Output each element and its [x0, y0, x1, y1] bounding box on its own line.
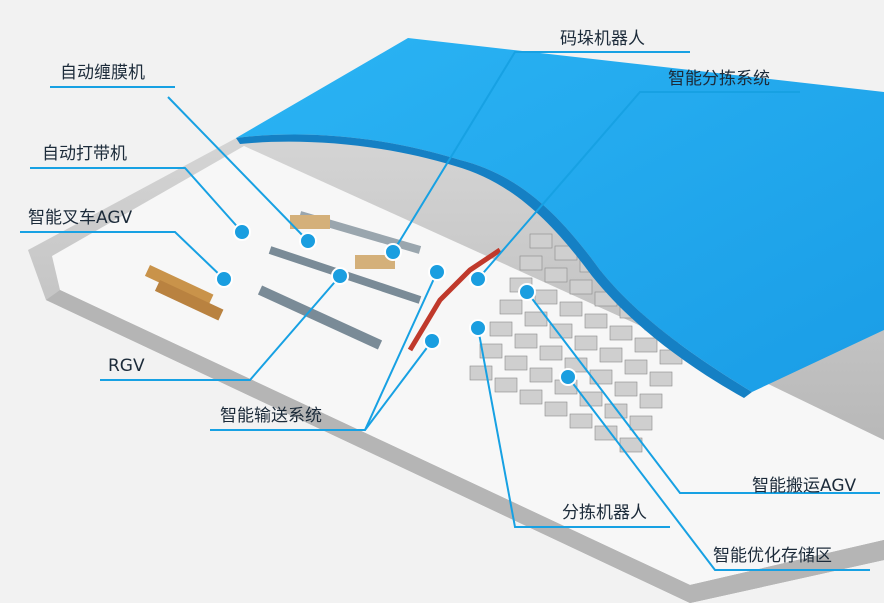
- leader-lines: [20, 51, 880, 571]
- label-auto-strapping-machine: 自动打带机: [42, 144, 127, 164]
- storage-racks: [469, 233, 703, 453]
- label-rgv: RGV: [108, 356, 145, 376]
- label-sorting-robot: 分拣机器人: [562, 503, 647, 523]
- marker-dot[interactable]: [384, 243, 402, 261]
- marker-dot[interactable]: [469, 270, 487, 288]
- label-smart-storage-area: 智能优化存储区: [713, 546, 832, 566]
- marker-dot[interactable]: [469, 319, 487, 337]
- label-smart-conveyor-system: 智能输送系统: [220, 406, 322, 426]
- marker-dot[interactable]: [518, 283, 536, 301]
- production-line: [144, 211, 502, 352]
- marker-dot[interactable]: [559, 368, 577, 386]
- warehouse-floor: [52, 146, 884, 585]
- label-palletizing-robot: 码垛机器人: [560, 29, 645, 49]
- label-smart-sorting-system: 智能分拣系统: [668, 69, 770, 89]
- label-smart-forklift-agv: 智能叉车AGV: [28, 208, 133, 228]
- warehouse-roof: [236, 38, 884, 392]
- marker-dot[interactable]: [331, 267, 349, 285]
- label-auto-wrapping-machine: 自动缠膜机: [60, 63, 145, 83]
- marker-dot[interactable]: [215, 270, 233, 288]
- marker-dot[interactable]: [423, 332, 441, 350]
- marker-dot[interactable]: [428, 263, 446, 281]
- marker-dot[interactable]: [233, 223, 251, 241]
- front-wall: [46, 290, 884, 603]
- label-smart-handling-agv: 智能搬运AGV: [752, 476, 857, 496]
- marker-dot[interactable]: [299, 232, 317, 250]
